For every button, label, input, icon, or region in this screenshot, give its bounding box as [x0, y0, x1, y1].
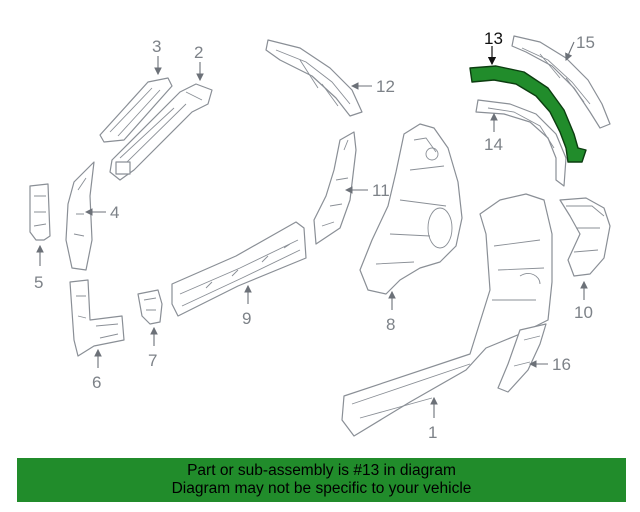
banner-line-1: Part or sub-assembly is #13 in diagram [187, 462, 456, 479]
callout-3: 3 [152, 37, 162, 76]
callout-7: 7 [148, 326, 158, 370]
callout-1: 1 [428, 396, 438, 442]
callout-label-3: 3 [152, 37, 161, 56]
callout-label-5: 5 [34, 273, 43, 292]
callout-label-4: 4 [110, 203, 119, 222]
part-14-panel [475, 99, 567, 187]
callout-4: 4 [84, 203, 119, 222]
callout-6: 6 [92, 348, 102, 392]
callout-10: 10 [574, 280, 593, 322]
part-6-lower-pillar [69, 279, 125, 357]
part-3-reinforcement [99, 77, 173, 143]
callout-5: 5 [34, 244, 44, 292]
callout-label-11: 11 [372, 181, 390, 200]
part-4-pillar [65, 161, 95, 271]
callout-label-2: 2 [194, 43, 203, 62]
banner-line-2: Diagram may not be specific to your vehi… [171, 480, 472, 497]
part-5-bracket [29, 183, 51, 241]
highlight-info-banner: Part or sub-assembly is #13 in diagram D… [17, 458, 626, 502]
callout-label-8: 8 [386, 315, 395, 334]
callout-label-15: 15 [576, 33, 595, 52]
callout-label-16: 16 [552, 355, 571, 374]
callout-9: 9 [242, 284, 252, 328]
callout-12: 12 [350, 77, 395, 96]
callout-label-12: 12 [376, 77, 395, 96]
part-12-roof-rail [265, 39, 363, 117]
callout-label-6: 6 [92, 373, 101, 392]
part-10-wheelhouse [559, 197, 611, 277]
callout-label-9: 9 [242, 309, 251, 328]
callout-label-14: 14 [484, 135, 503, 154]
part-11-pillar [313, 131, 357, 245]
callout-11: 11 [344, 181, 390, 200]
callout-16: 16 [528, 355, 571, 374]
part-2-reinforcement [109, 83, 213, 181]
body-side-panel-diagram: 1 2 3 4 5 6 7 8 9 10 11 12 [29, 29, 611, 442]
part-1-body-side-outer [341, 193, 553, 437]
callout-label-13: 13 [484, 29, 503, 48]
callout-label-1: 1 [428, 423, 437, 442]
callout-14: 14 [484, 112, 503, 154]
callout-15: 15 [565, 33, 595, 62]
callout-13: 13 [484, 29, 503, 66]
part-7-bracket [137, 289, 163, 325]
callout-label-7: 7 [148, 351, 157, 370]
callout-label-10: 10 [574, 303, 593, 322]
part-9-rocker [171, 221, 307, 317]
part-8-quarter-inner [359, 123, 463, 295]
part-16-molding [497, 323, 547, 393]
part-13-highlighted [469, 65, 587, 163]
callout-8: 8 [386, 290, 396, 334]
callout-2: 2 [194, 43, 204, 82]
